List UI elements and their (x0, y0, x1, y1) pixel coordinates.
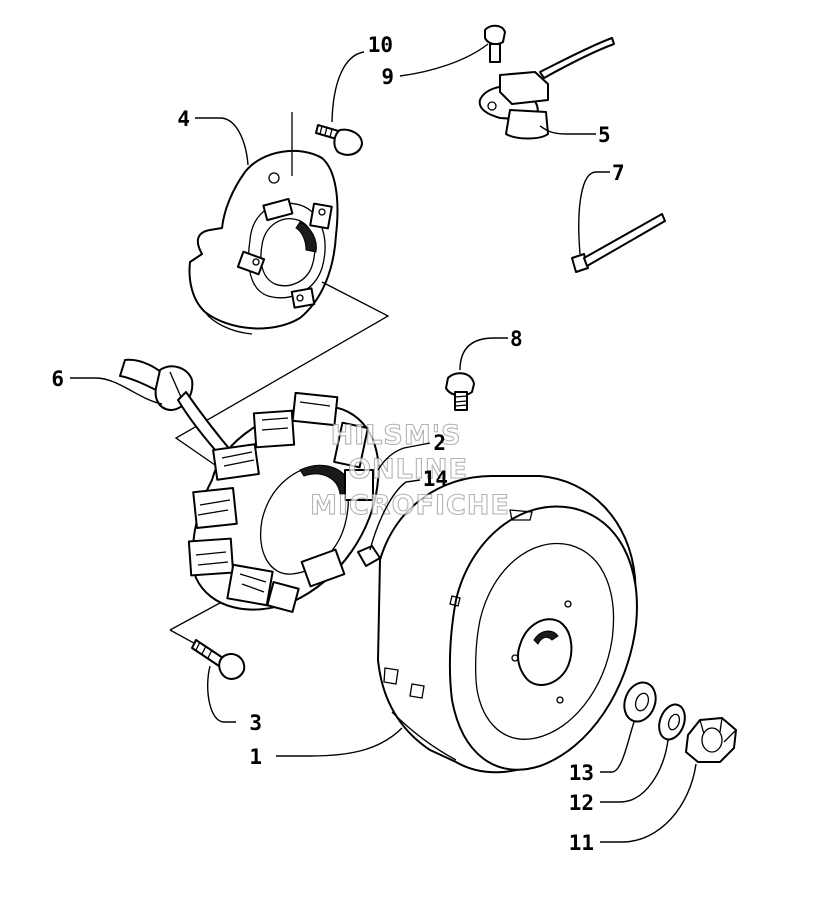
watermark-line-3: MICROFICHE (310, 490, 510, 521)
bolt (445, 372, 475, 411)
callout-6: 6 (51, 367, 64, 391)
callout-12: 12 (569, 791, 594, 815)
callouts: 1 2 3 4 5 6 7 8 9 10 11 12 13 14 (51, 33, 624, 855)
callout-1: 1 (249, 745, 262, 769)
callout-8: 8 (510, 327, 523, 351)
cable-tie (571, 213, 666, 273)
pickup-coil (478, 24, 615, 140)
callout-7: 7 (612, 161, 625, 185)
watermark-line-2: ONLINE (348, 454, 468, 485)
stator-screw (191, 639, 246, 680)
callout-5: 5 (598, 123, 611, 147)
callout-11: 11 (569, 831, 594, 855)
flat-washer (623, 681, 657, 723)
callout-2: 2 (433, 431, 446, 455)
callout-4: 4 (177, 107, 190, 131)
watermark: HILSM'S ONLINE MICROFICHE (310, 419, 510, 521)
leader-lines (70, 43, 697, 843)
flywheel (377, 475, 638, 774)
plate-screw (315, 124, 363, 156)
watermark-line-1: HILSM'S (331, 420, 462, 451)
woodruff-key (357, 545, 381, 567)
hex-nut (685, 717, 737, 763)
stator-coil-assembly (187, 391, 380, 613)
callout-3: 3 (249, 711, 262, 735)
callout-14: 14 (423, 467, 448, 491)
stator-plate (188, 149, 339, 335)
wire-grommet (119, 358, 233, 461)
callout-10: 10 (368, 33, 393, 57)
callout-9: 9 (381, 65, 394, 89)
lock-washer (658, 703, 686, 741)
callout-13: 13 (569, 761, 594, 785)
